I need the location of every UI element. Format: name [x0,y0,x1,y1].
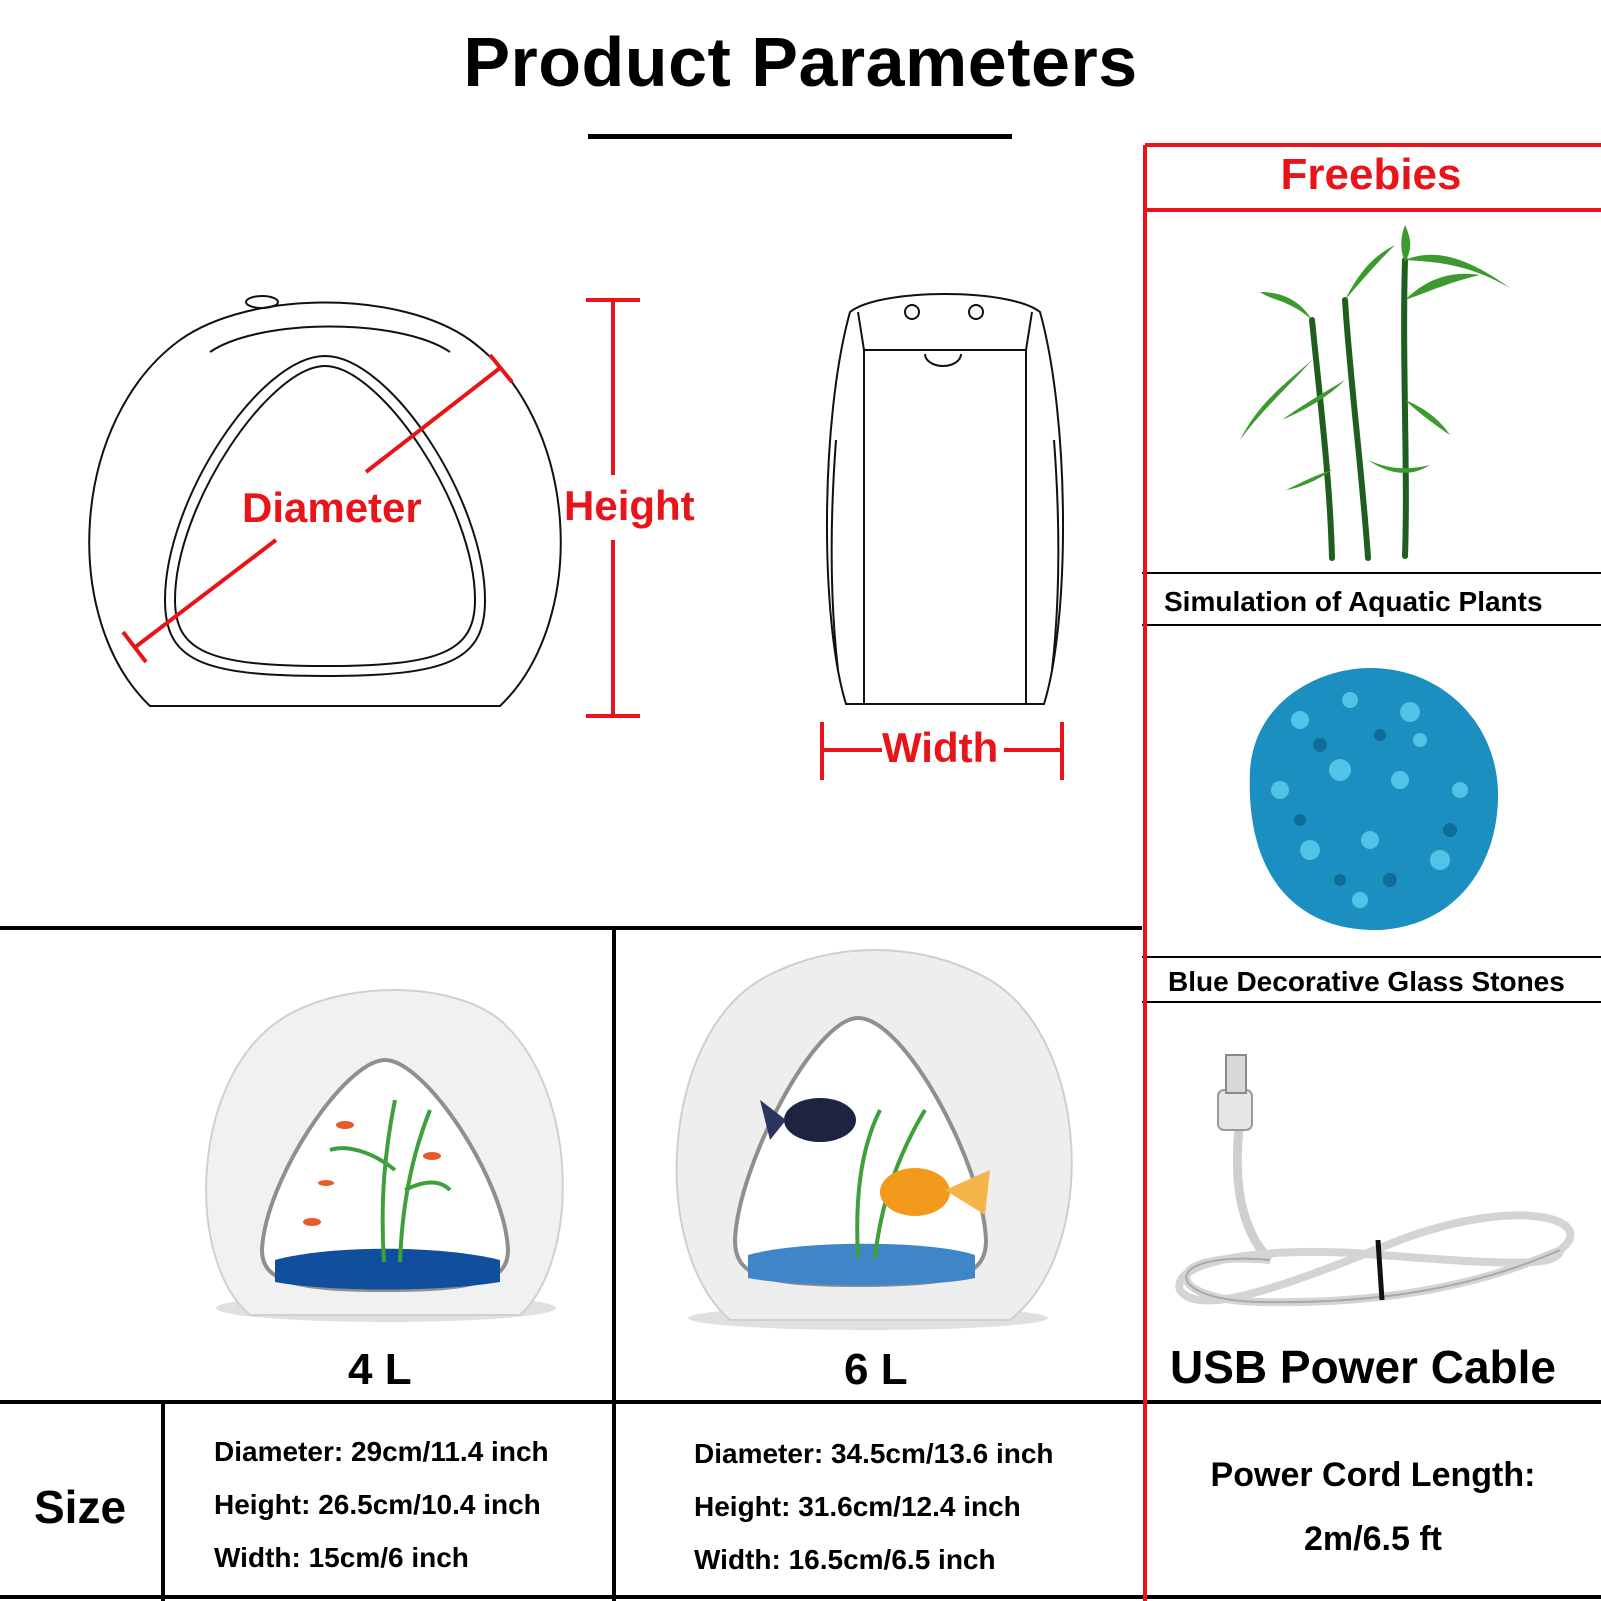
glass-stones-icon [1249,668,1499,931]
spec-6l-width: Width: 16.5cm/6.5 inch [694,1544,996,1575]
table-grid [0,572,1601,1601]
front-view-diagram [88,295,562,707]
side-view-diagram [825,293,1065,705]
volume-4l-label: 4 L [348,1345,412,1394]
width-arrow [820,722,1064,780]
bamboo-plant-icon [1240,225,1510,561]
power-cord-length: Power Cord Length: 2m/6.5 ft [1148,1456,1598,1559]
height-label: Height [564,482,695,529]
title-underline [588,134,1012,139]
power-cord-label: Power Cord Length: [1210,1456,1536,1494]
size-row-label: Size [34,1481,127,1533]
spec-4l-diameter: Diameter: 29cm/11.4 inch [214,1436,549,1467]
page-title: Product Parameters [463,23,1138,101]
height-arrow [586,298,640,718]
aquarium-4l-image [205,989,564,1322]
freebie-caption-stones: Blue Decorative Glass Stones [1168,966,1565,997]
spec-4l-width: Width: 15cm/6 inch [214,1542,469,1573]
usb-cable-icon [1175,1054,1575,1307]
freebies-frame [1143,143,1601,1601]
diameter-label: Diameter [242,484,422,531]
spec-6l-diameter: Diameter: 34.5cm/13.6 inch [694,1438,1054,1469]
width-label: Width [882,724,999,771]
diameter-arrow [121,353,514,664]
volume-6l-label: 6 L [844,1345,908,1394]
specs-6l: Diameter: 34.5cm/13.6 inch Height: 31.6c… [694,1438,1054,1597]
specs-4l: Diameter: 29cm/11.4 inch Height: 26.5cm/… [214,1436,549,1595]
power-cord-value: 2m/6.5 ft [1304,1520,1442,1558]
freebie-caption-usb-cable: USB Power Cable [1170,1341,1556,1393]
aquarium-6l-image [675,949,1073,1330]
freebie-caption-plants: Simulation of Aquatic Plants [1164,586,1543,617]
spec-6l-height: Height: 31.6cm/12.4 inch [694,1491,1021,1522]
freebies-title: Freebies [1280,150,1462,199]
spec-4l-height: Height: 26.5cm/10.4 inch [214,1489,541,1520]
